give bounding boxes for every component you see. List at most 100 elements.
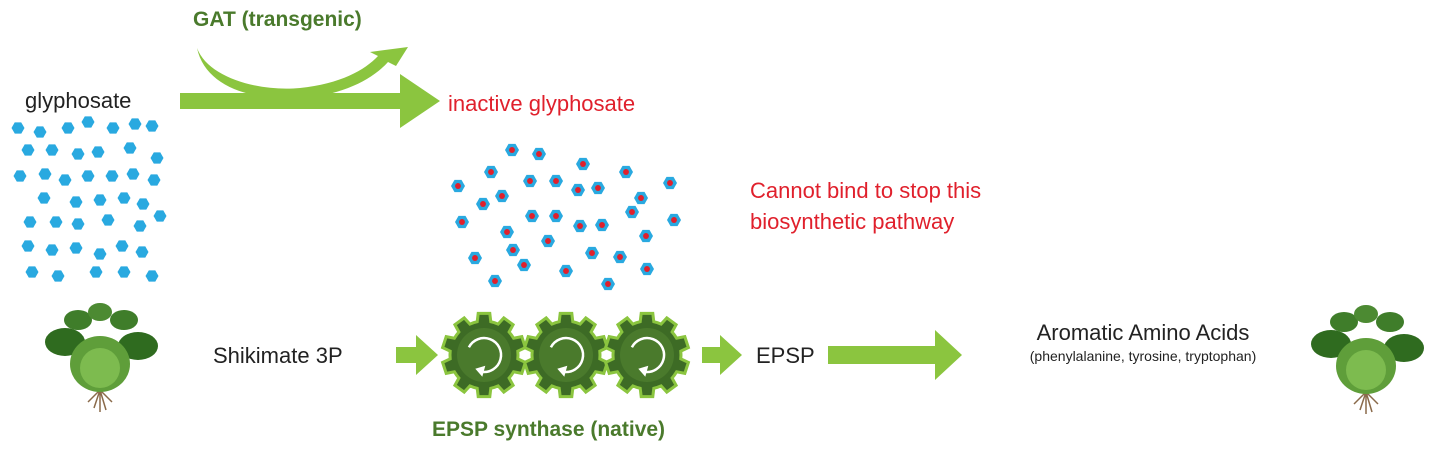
rotation-arrow-icon bbox=[630, 336, 666, 374]
molecule-core-dot bbox=[629, 209, 635, 215]
epsp-synthase-label: EPSP synthase (native) bbox=[432, 418, 666, 441]
glyphosate-molecule bbox=[81, 116, 95, 128]
glyphosate-molecule bbox=[81, 170, 95, 182]
glyphosate-molecule bbox=[51, 270, 65, 282]
molecule-core-dot bbox=[667, 180, 673, 186]
glyphosate-molecule bbox=[128, 118, 142, 130]
molecule-core-dot bbox=[595, 185, 601, 191]
inactive-glyphosate-molecule-cluster bbox=[451, 143, 681, 291]
glyphosate-molecule bbox=[89, 266, 103, 278]
glyphosate-molecule bbox=[153, 210, 167, 222]
glyphosate-molecule bbox=[115, 240, 129, 252]
molecule-core-dot bbox=[644, 266, 650, 272]
shikimate-3p-label: Shikimate 3P bbox=[213, 343, 343, 368]
epsp-to-aromatic-arrow bbox=[828, 330, 962, 380]
molecule-core-dot bbox=[504, 229, 510, 235]
glyphosate-molecule bbox=[135, 246, 149, 258]
aromatic-amino-acids-label: Aromatic Amino Acids bbox=[1036, 320, 1250, 345]
rotation-arrowhead-icon bbox=[638, 365, 649, 377]
molecule-core-dot bbox=[521, 262, 527, 268]
molecule-core-dot bbox=[577, 223, 583, 229]
molecule-core-dot bbox=[617, 254, 623, 260]
molecule-core-dot bbox=[671, 217, 677, 223]
epsp-label: EPSP bbox=[756, 343, 815, 368]
shikimate-to-synthase-arrow bbox=[396, 335, 438, 375]
glyphosate-molecule bbox=[126, 168, 140, 180]
synthase-to-epsp-arrow bbox=[702, 335, 742, 375]
molecule-core-dot bbox=[529, 213, 535, 219]
glyphosate-molecule bbox=[49, 216, 63, 228]
glyphosate-molecule bbox=[105, 170, 119, 182]
glyphosate-molecule bbox=[123, 142, 137, 154]
glyphosate-molecule bbox=[150, 152, 164, 164]
molecule-core-dot bbox=[623, 169, 629, 175]
molecule-core-dot bbox=[605, 281, 611, 287]
glyphosate-molecule bbox=[93, 248, 107, 260]
glyphosate-molecule bbox=[21, 240, 35, 252]
epsp-synthase-gears bbox=[440, 311, 691, 399]
glyphosate-molecule bbox=[145, 270, 159, 282]
glyphosate-label: glyphosate bbox=[25, 88, 132, 113]
glyphosate-molecule bbox=[33, 126, 47, 138]
gat-curved-arrow bbox=[197, 47, 408, 99]
molecule-core-dot bbox=[563, 268, 569, 274]
rotation-arrow-icon bbox=[549, 336, 585, 374]
glyphosate-molecule bbox=[23, 216, 37, 228]
glyphosate-molecule bbox=[71, 218, 85, 230]
molecule-core-dot bbox=[527, 178, 533, 184]
glyphosate-molecule bbox=[91, 146, 105, 158]
molecule-core-dot bbox=[638, 195, 644, 201]
glyphosate-molecule bbox=[69, 242, 83, 254]
molecule-core-dot bbox=[488, 169, 494, 175]
glyphosate-molecule bbox=[11, 122, 25, 134]
molecule-core-dot bbox=[510, 247, 516, 253]
molecule-core-dot bbox=[599, 222, 605, 228]
molecule-core-dot bbox=[580, 161, 586, 167]
glyphosate-molecule bbox=[147, 174, 161, 186]
inactive-glyphosate-label: inactive glyphosate bbox=[448, 91, 636, 116]
glyphosate-molecule bbox=[69, 196, 83, 208]
glyphosate-molecule bbox=[61, 122, 75, 134]
glyphosate-molecule bbox=[25, 266, 39, 278]
cannot-bind-line1: Cannot bind to stop this bbox=[750, 178, 982, 203]
molecule-core-dot bbox=[459, 219, 465, 225]
plant-right-icon bbox=[1311, 305, 1424, 414]
plant-left-icon bbox=[45, 303, 158, 412]
molecule-core-dot bbox=[509, 147, 515, 153]
gat-transgenic-label: GAT (transgenic) bbox=[193, 8, 362, 31]
glyphosate-molecule bbox=[136, 198, 150, 210]
glyphosate-to-inactive-arrow bbox=[180, 74, 440, 128]
molecule-core-dot bbox=[472, 255, 478, 261]
gear-hub bbox=[620, 328, 674, 382]
molecule-core-dot bbox=[545, 238, 551, 244]
glyphosate-molecule bbox=[93, 194, 107, 206]
molecule-core-dot bbox=[575, 187, 581, 193]
gear-hub bbox=[539, 328, 593, 382]
rotation-arrowhead-icon bbox=[557, 365, 568, 377]
glyphosate-molecule bbox=[117, 266, 131, 278]
molecule-core-dot bbox=[536, 151, 542, 157]
glyphosate-molecule bbox=[71, 148, 85, 160]
glyphosate-molecule bbox=[101, 214, 115, 226]
molecule-core-dot bbox=[553, 178, 559, 184]
cannot-bind-line2: biosynthetic pathway bbox=[750, 209, 955, 234]
glyphosate-molecule bbox=[13, 170, 27, 182]
glyphosate-molecule bbox=[45, 244, 59, 256]
rotation-arrow-icon bbox=[467, 336, 503, 374]
molecule-core-dot bbox=[455, 183, 461, 189]
molecule-core-dot bbox=[480, 201, 486, 207]
molecule-core-dot bbox=[553, 213, 559, 219]
glyphosate-molecule bbox=[117, 192, 131, 204]
glyphosate-molecule bbox=[21, 144, 35, 156]
molecule-core-dot bbox=[589, 250, 595, 256]
rotation-arrowhead-icon bbox=[475, 365, 486, 377]
cannot-bind-note: Cannot bind to stop this biosynthetic pa… bbox=[750, 175, 981, 237]
glyphosate-molecule-cluster bbox=[11, 116, 167, 282]
glyphosate-molecule bbox=[38, 168, 52, 180]
molecule-core-dot bbox=[492, 278, 498, 284]
glyphosate-molecule bbox=[37, 192, 51, 204]
glyphosate-molecule bbox=[106, 122, 120, 134]
molecule-core-dot bbox=[643, 233, 649, 239]
glyphosate-molecule bbox=[145, 120, 159, 132]
